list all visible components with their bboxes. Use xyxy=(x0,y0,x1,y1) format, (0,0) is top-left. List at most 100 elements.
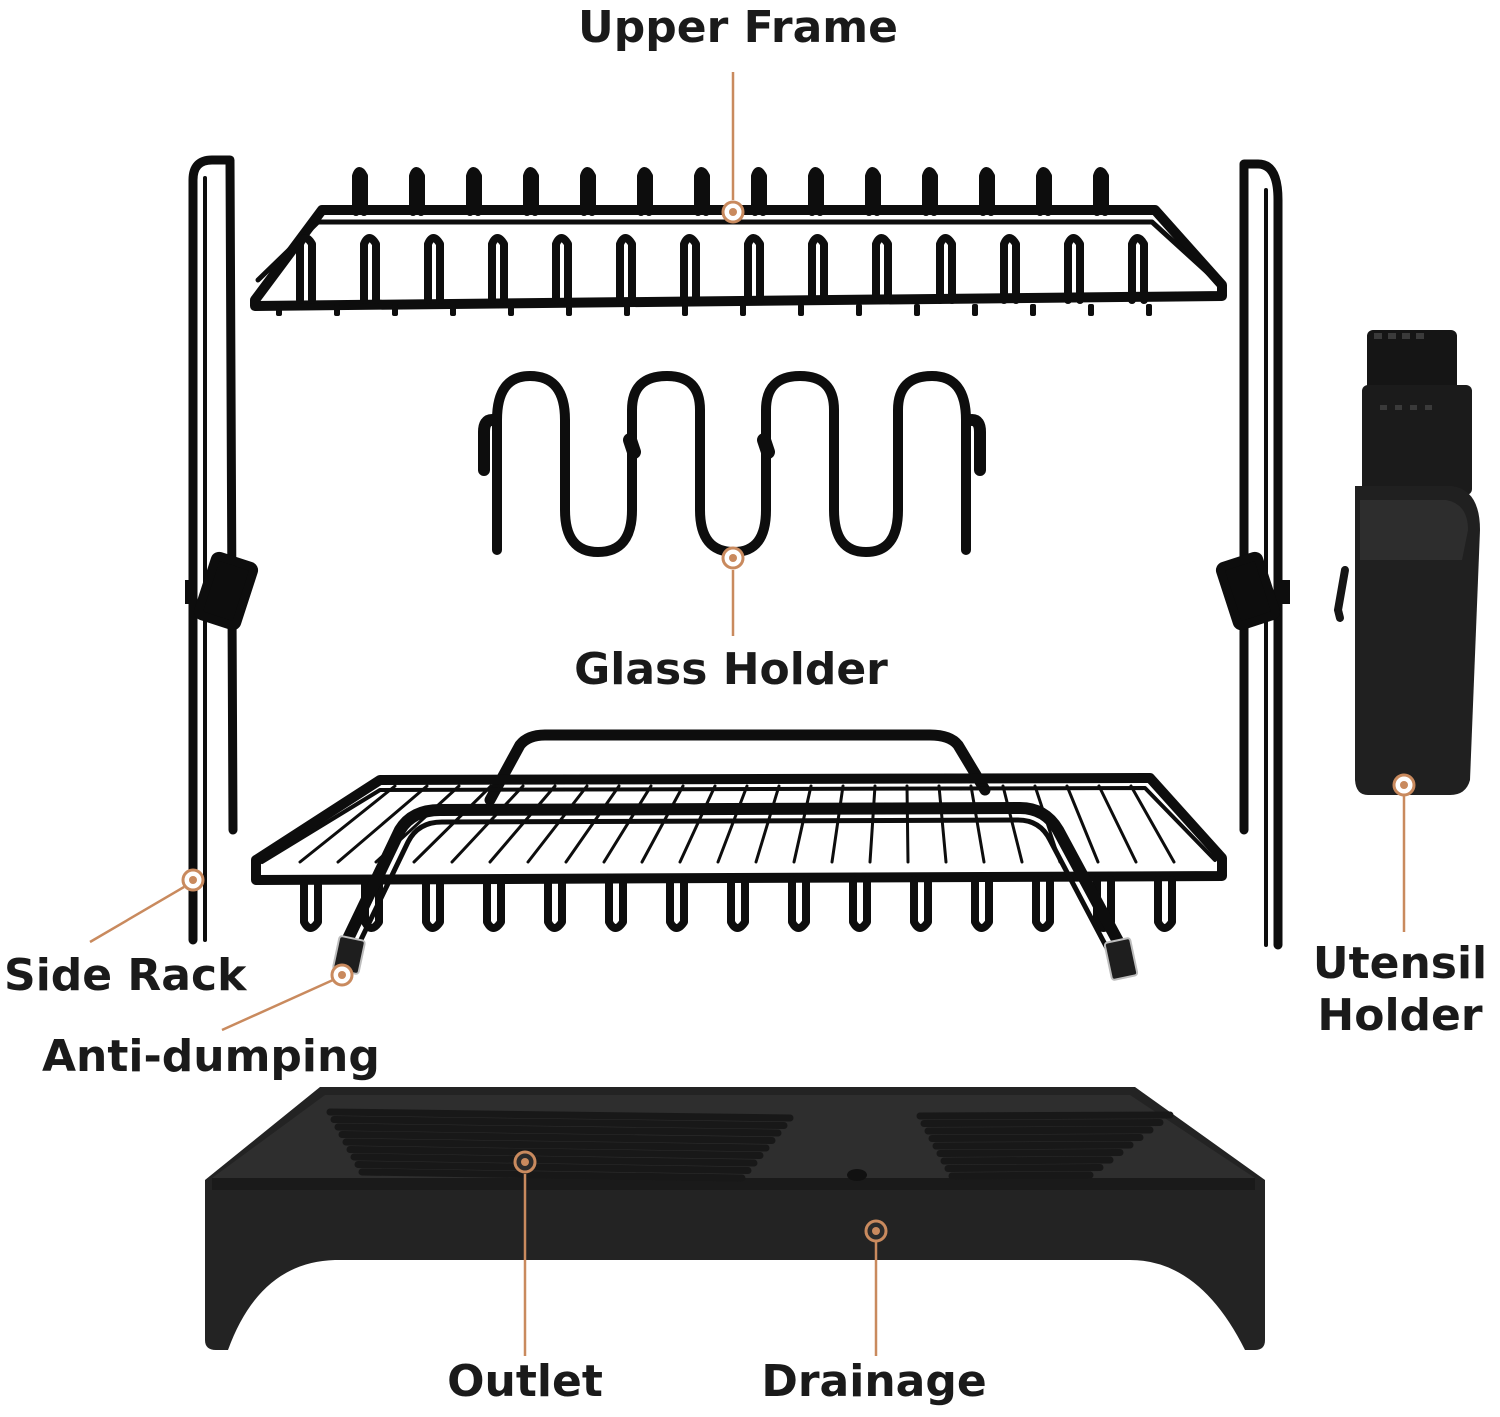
upper-tine-back xyxy=(694,167,710,216)
upper-foot xyxy=(798,304,804,316)
lower-rod xyxy=(792,784,813,864)
lower-tine xyxy=(788,876,810,932)
callout-markers xyxy=(181,200,1416,1243)
tray-groove xyxy=(354,1161,752,1174)
label-upper-frame: Upper Frame xyxy=(578,2,898,53)
lower-rod xyxy=(969,784,986,864)
upper-tine-front xyxy=(1064,234,1084,304)
lower-rod xyxy=(336,784,429,864)
lower-rod xyxy=(716,784,749,864)
lower-tine xyxy=(971,876,993,932)
upper-tine-front xyxy=(488,234,508,304)
upper-tine-back xyxy=(808,167,824,216)
upper-tine-front xyxy=(1000,234,1020,304)
upper-tine-back xyxy=(1093,167,1109,216)
tray-groove xyxy=(330,1116,788,1129)
marker-drainage xyxy=(864,1219,888,1243)
utensil-holder xyxy=(1333,330,1480,795)
lower-tine xyxy=(544,876,566,932)
side-rack-right xyxy=(1215,159,1290,950)
label-drainage: Drainage xyxy=(761,1356,987,1407)
upper-tine-back xyxy=(1036,167,1052,216)
marker-utensil-holder xyxy=(1392,773,1416,797)
tray-groove xyxy=(916,1111,1174,1120)
tray-groove xyxy=(334,1123,782,1137)
upper-foot xyxy=(392,304,398,316)
marker-outlet xyxy=(513,1150,537,1174)
upper-foot xyxy=(914,304,920,316)
upper-foot xyxy=(450,304,456,316)
leader-side-rack xyxy=(89,885,185,944)
upper-tine-front xyxy=(360,234,380,304)
lower-rod xyxy=(754,784,781,864)
upper-foot xyxy=(972,304,978,316)
side-rack-left xyxy=(185,155,259,945)
lower-tine xyxy=(361,876,383,932)
tray-groove xyxy=(932,1141,1134,1150)
marker-anti-dumping xyxy=(330,963,354,987)
tray-groove xyxy=(350,1153,758,1167)
label-side-rack: Side Rack xyxy=(4,950,247,1001)
upper-tine-front xyxy=(296,234,316,304)
leader-lines xyxy=(89,72,1406,1356)
lower-rod xyxy=(937,784,948,864)
lower-rod xyxy=(640,784,685,864)
upper-tine-front xyxy=(1128,234,1148,304)
upper-foot xyxy=(740,304,746,316)
leader-anti-dumping xyxy=(221,978,334,1032)
upper-tine-back xyxy=(922,167,938,216)
drain-tray xyxy=(205,1087,1265,1350)
glass-holder xyxy=(478,371,986,557)
upper-foot xyxy=(508,304,514,316)
label-glass-holder: Glass Holder xyxy=(574,644,888,695)
lower-rod xyxy=(1001,784,1024,864)
tray-groove xyxy=(338,1131,776,1144)
lower-tine xyxy=(300,876,322,932)
tray-groove xyxy=(940,1156,1114,1165)
label-outlet: Outlet xyxy=(447,1356,603,1407)
lower-tine xyxy=(849,876,871,932)
upper-foot xyxy=(1088,304,1094,316)
upper-tine-back xyxy=(979,167,995,216)
upper-tine-back xyxy=(865,167,881,216)
upper-tine-front xyxy=(872,234,892,304)
lower-tine xyxy=(1032,876,1054,932)
tray-groove xyxy=(326,1108,794,1122)
lower-tine xyxy=(727,876,749,932)
upper-tine-front xyxy=(744,234,764,304)
upper-tine-back xyxy=(352,167,368,216)
tray-groove xyxy=(928,1134,1144,1142)
lower-rod xyxy=(1065,784,1100,864)
upper-foot xyxy=(1030,304,1036,316)
lower-tine xyxy=(605,876,627,932)
upper-foot xyxy=(1146,304,1152,316)
tray-groove xyxy=(346,1146,764,1159)
lower-rack xyxy=(251,729,1227,981)
marker-glass-holder xyxy=(721,546,745,570)
lower-tine xyxy=(483,876,505,932)
lower-rod xyxy=(1129,784,1176,864)
lower-rod xyxy=(905,784,910,864)
lower-rod xyxy=(678,784,717,864)
label-utensil-line1: Utensil xyxy=(1312,938,1488,989)
upper-tine-back xyxy=(580,167,596,216)
upper-tine-front xyxy=(552,234,572,304)
tray-groove xyxy=(936,1149,1124,1157)
tray-groove xyxy=(924,1126,1154,1135)
upper-foot xyxy=(276,304,282,316)
upper-tine-front xyxy=(936,234,956,304)
upper-tine-front xyxy=(808,234,828,304)
tray-groove xyxy=(358,1168,746,1182)
label-anti-dumping: Anti-dumping xyxy=(42,1031,380,1082)
lower-tine xyxy=(422,876,444,932)
lower-tine xyxy=(1154,876,1176,932)
upper-foot xyxy=(856,304,862,316)
lower-rod xyxy=(564,784,621,864)
marker-upper-frame xyxy=(721,200,745,224)
upper-tine-back xyxy=(409,167,425,216)
upper-tine-front xyxy=(680,234,700,304)
upper-tine-back xyxy=(637,167,653,216)
lower-tine xyxy=(910,876,932,932)
upper-foot xyxy=(334,304,340,316)
